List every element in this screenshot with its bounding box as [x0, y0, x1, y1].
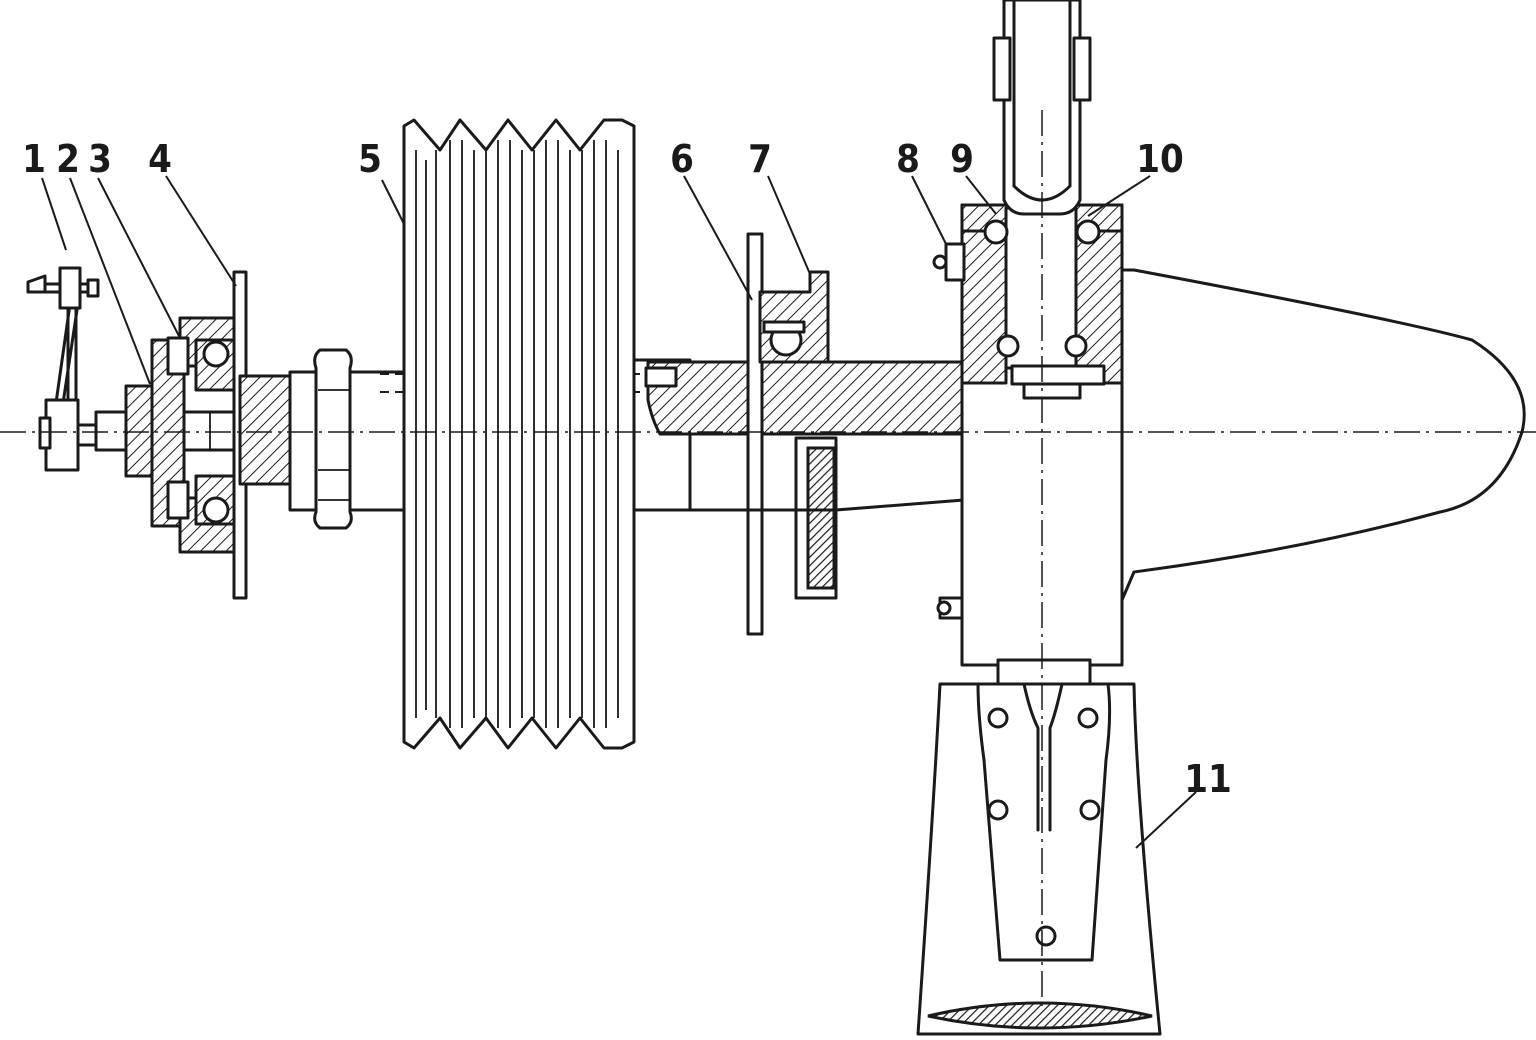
bearing-housing-right [746, 232, 830, 636]
label-part-8: 8 [896, 137, 920, 181]
bearing-housing-left [124, 270, 300, 600]
label-part-3: 3 [88, 137, 112, 181]
label-part-1: 1 [22, 137, 46, 181]
label-part-11: 11 [1184, 757, 1232, 801]
v-belt-pulley [402, 118, 636, 750]
label-part-9: 9 [950, 137, 974, 181]
lower-shaft-profile [688, 432, 966, 512]
fastener-bolts [987, 707, 1101, 947]
leader-lines [41, 175, 1197, 849]
label-part-2: 2 [56, 137, 80, 181]
vertical-yoke-tube [992, 0, 1092, 216]
governor-linkage [26, 266, 100, 472]
label-part-6: 6 [670, 137, 694, 181]
nose-cone [1120, 268, 1526, 602]
tail-vane-mount [916, 658, 1162, 1036]
yaw-bearing-housing [932, 203, 1124, 667]
label-part-7: 7 [748, 137, 772, 181]
lock-nut [313, 348, 353, 530]
part-labels: 1 2 3 4 5 6 7 8 9 10 11 [22, 137, 1232, 801]
label-part-5: 5 [358, 137, 382, 181]
label-part-4: 4 [148, 137, 172, 181]
center-axes [0, 110, 1536, 1010]
brake-disc [794, 436, 838, 600]
label-part-10: 10 [1136, 137, 1184, 181]
